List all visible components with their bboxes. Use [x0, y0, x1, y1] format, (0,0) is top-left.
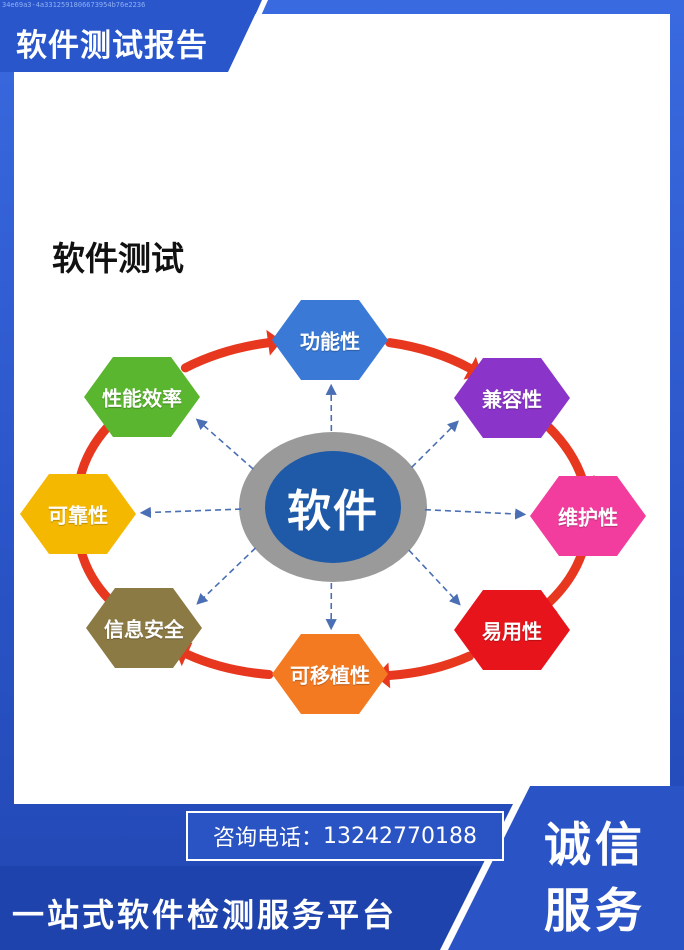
connector-security	[196, 547, 257, 605]
watermark-text: 34e69a3-4a3312591806673954b76e2236	[2, 1, 146, 9]
cycle-arrow-4	[182, 649, 274, 680]
connector-compatibility	[411, 420, 459, 469]
title-banner-shape	[0, 0, 262, 72]
title-banner: 34e69a3-4a3312591806673954b76e2236 软件测试报…	[0, 0, 262, 72]
cycle-arrow-3	[384, 651, 474, 680]
cycle-arrow-1	[544, 422, 587, 484]
hexagon-usability	[454, 590, 570, 670]
cycle-arrow-7	[180, 338, 273, 373]
center-label: 软件	[287, 486, 379, 537]
hexagon-maintainability	[530, 476, 646, 556]
hexagon-compatibility	[454, 358, 570, 438]
cycle-arrow-5	[76, 545, 115, 606]
cycle-arrow-0	[385, 338, 475, 373]
phone-number[interactable]: 13242770188	[323, 823, 477, 849]
hexagon-security	[86, 588, 202, 668]
badge-line-1: 诚信	[544, 818, 646, 873]
slogan: 一站式软件检测服务平台	[12, 896, 398, 934]
connector-maintainability	[424, 508, 527, 520]
connector-performance	[195, 418, 254, 470]
hexagon-portability	[272, 634, 388, 714]
center-core	[265, 451, 401, 563]
phone-label: 咨询电话：	[213, 826, 324, 851]
badge-stripe	[440, 786, 530, 950]
node-label-reliability: 可靠性	[48, 503, 108, 528]
node-label-functionality: 功能性	[300, 329, 360, 354]
title-banner-stripe	[230, 0, 268, 72]
cycle-arrows	[68, 329, 595, 689]
badge-line-2: 服务	[544, 884, 646, 939]
node-label-usability: 易用性	[482, 619, 542, 644]
node-label-portability: 可移植性	[290, 663, 370, 688]
hexagon-reliability	[20, 474, 136, 554]
node-label-maintainability: 维护性	[558, 505, 618, 530]
node-label-compatibility: 兼容性	[482, 387, 542, 412]
diagram-title: 软件测试	[52, 239, 184, 278]
connector-reliability	[139, 506, 242, 519]
phone-box: 咨询电话： 13242770188	[186, 811, 504, 861]
cycle-arrow-6	[75, 421, 113, 483]
node-label-performance: 性能效率	[102, 386, 182, 411]
connector-usability	[408, 549, 461, 606]
hexagon-functionality	[272, 300, 388, 380]
page-title: 软件测试报告	[16, 28, 208, 64]
node-label-security: 信息安全	[104, 617, 184, 642]
badge-shape	[448, 786, 684, 950]
hexagon-performance	[84, 357, 200, 437]
cycle-arrow-2	[544, 548, 587, 608]
hexagon-nodes	[20, 300, 646, 714]
connector-lines	[139, 383, 527, 631]
